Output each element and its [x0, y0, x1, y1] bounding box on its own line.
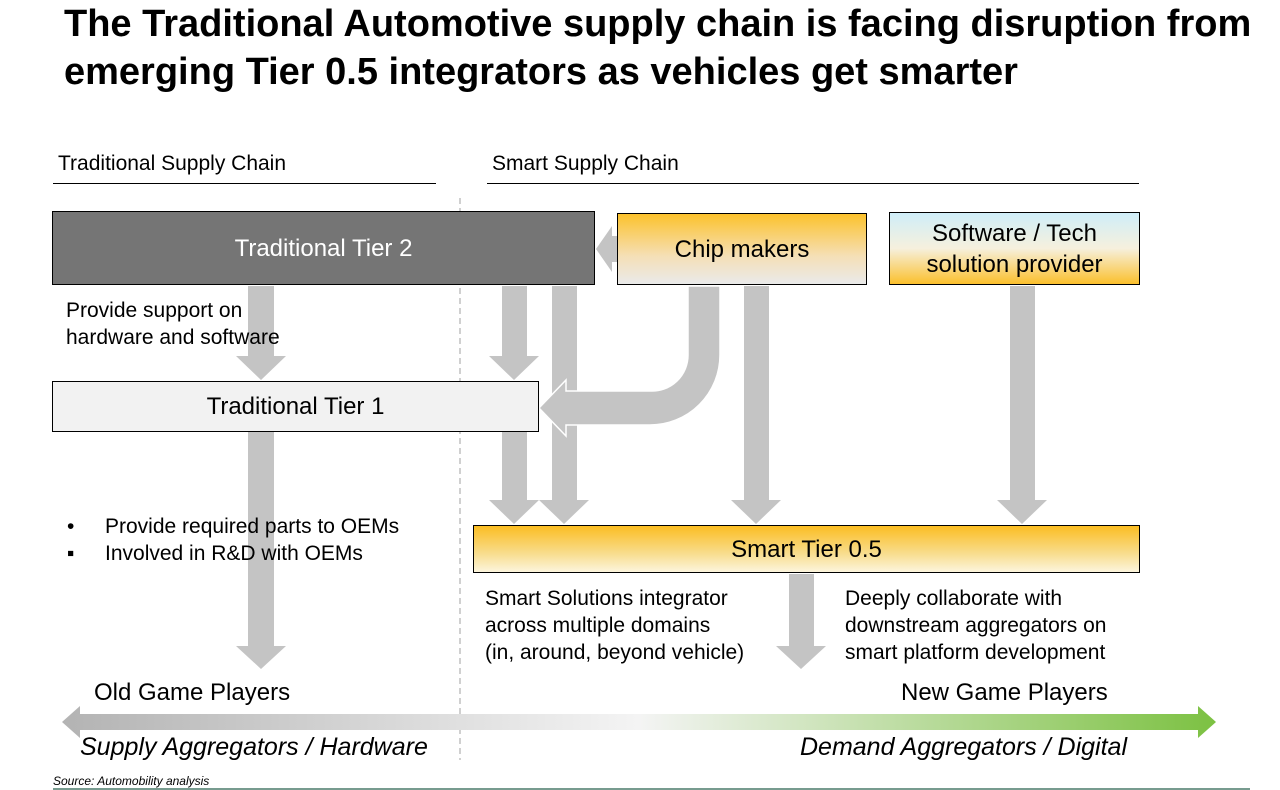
page-title: The Traditional Automotive supply chain …	[64, 3, 1252, 93]
tier2-support-line2: hardware and software	[66, 326, 280, 349]
tier2-support-line1: Provide support on	[66, 299, 243, 322]
bullet-text: Involved in R&D with OEMs	[105, 542, 363, 565]
tier2-support-note: Provide support on hardware and software	[66, 297, 366, 351]
collaborate-line1: Deeply collaborate with	[845, 587, 1063, 610]
arrow-chip-to-tier1	[537, 285, 721, 438]
chip-makers-label: Chip makers	[674, 235, 810, 263]
arrow-chip-to-tier05	[731, 286, 781, 524]
software-label-line2: solution provider	[926, 250, 1103, 278]
software-provider-box: Software / Tech solution provider	[889, 212, 1140, 285]
new-game-players-label: New Game Players	[901, 679, 1108, 706]
bullet-item: • Provide required parts to OEMs	[67, 513, 457, 540]
arrow-tier1-to-tier05	[489, 432, 539, 524]
old-game-players-label: Old Game Players	[94, 679, 291, 706]
integrator-line2: across multiple domains	[485, 614, 711, 637]
spectrum-arrow	[62, 706, 1216, 738]
traditional-tier2-label: Traditional Tier 2	[234, 234, 413, 262]
bullet-text: Provide required parts to OEMs	[105, 515, 400, 538]
integrator-note: Smart Solutions integrator across multip…	[485, 585, 785, 666]
source-note: Source: Automobility analysis	[53, 774, 210, 788]
integrator-line3: (in, around, beyond vehicle)	[485, 641, 745, 664]
smart-tier05-label: Smart Tier 0.5	[731, 535, 882, 563]
traditional-section-underline	[53, 183, 436, 184]
traditional-tier2-box: Traditional Tier 2	[52, 211, 595, 285]
smart-section-label: Smart Supply Chain	[492, 152, 679, 175]
chip-makers-box: Chip makers	[617, 213, 867, 285]
arrow-tier05-down	[776, 574, 826, 669]
smart-section-underline	[487, 183, 1139, 184]
arrow-software-to-tier05	[997, 286, 1047, 524]
bullet-marker: •	[67, 515, 75, 538]
arrow-tier2-to-tier1-right	[489, 286, 539, 380]
bullet-marker: ▪	[67, 542, 75, 565]
software-label-line1: Software / Tech	[932, 219, 1097, 247]
arrow-tier2-to-tier1	[236, 286, 286, 380]
collaborate-line2: downstream aggregators on	[845, 614, 1107, 637]
bullet-item: ▪ Involved in R&D with OEMs	[67, 540, 457, 567]
smart-tier05-box: Smart Tier 0.5	[473, 525, 1140, 573]
traditional-section-label: Traditional Supply Chain	[58, 152, 287, 175]
integrator-line1: Smart Solutions integrator	[485, 587, 728, 610]
collaborate-line3: smart platform development	[845, 641, 1106, 664]
arrow-tier1-to-old-players	[236, 432, 286, 669]
collaborate-note: Deeply collaborate with downstream aggre…	[845, 585, 1145, 666]
traditional-tier1-box: Traditional Tier 1	[52, 381, 539, 432]
supply-aggregators-label: Supply Aggregators / Hardware	[80, 733, 428, 761]
traditional-tier1-label: Traditional Tier 1	[206, 393, 385, 420]
tier1-bullet-list: • Provide required parts to OEMs ▪ Invol…	[67, 513, 457, 567]
demand-aggregators-label: Demand Aggregators / Digital	[800, 733, 1128, 761]
arrow-chip-to-tier2	[596, 226, 618, 272]
